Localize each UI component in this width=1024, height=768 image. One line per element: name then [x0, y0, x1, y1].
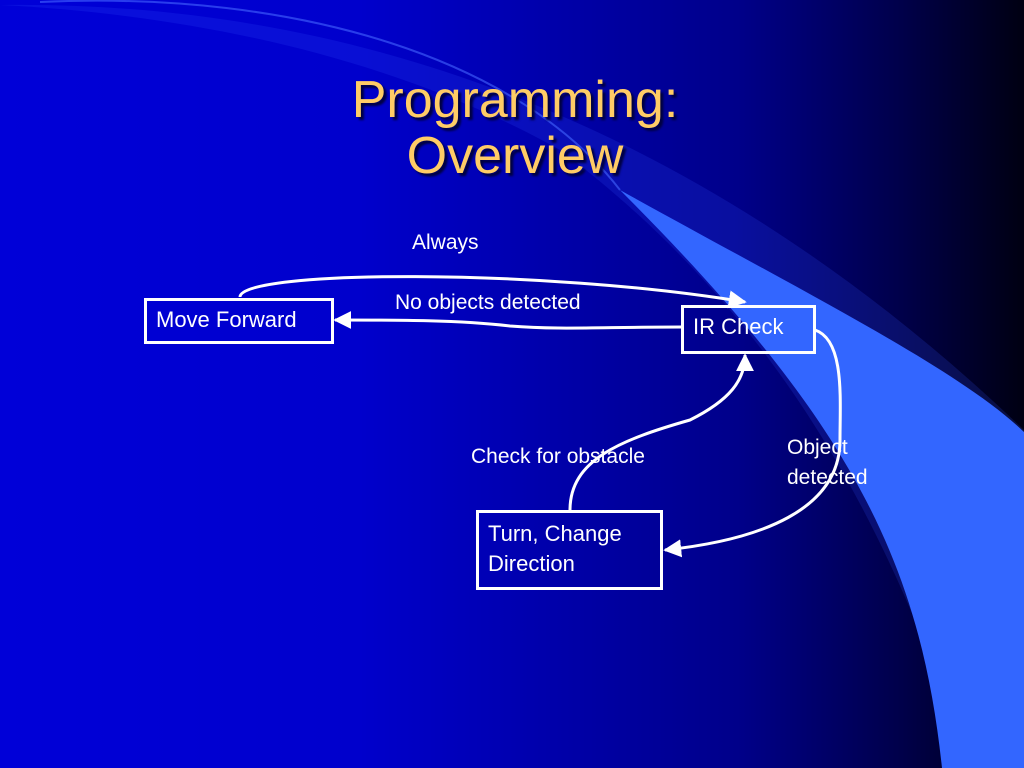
node-turn-label-line-1: Turn, Change: [488, 521, 622, 546]
edge-label-always: Always: [412, 231, 479, 254]
node-ir-check: IR Check: [681, 305, 816, 354]
arrow-check-for-obstacle: [568, 353, 754, 511]
background-accent-shape: [620, 190, 1024, 768]
node-turn-label-line-2: Direction: [488, 551, 575, 576]
node-ir-check-label: IR Check: [693, 314, 784, 339]
edge-label-object-line-2: detected: [787, 466, 868, 489]
edge-label-check-obstacle: Check for obstacle: [471, 445, 645, 468]
arrow-no-objects: [333, 311, 684, 330]
arrow-object-detected: [663, 328, 842, 558]
node-move-forward-label: Move Forward: [156, 307, 297, 332]
title-line-2: Overview: [406, 127, 624, 185]
node-move-forward: Move Forward: [144, 298, 334, 344]
arrow-always: [238, 275, 747, 309]
node-turn-change-direction: Turn, Change Direction: [476, 510, 663, 590]
edge-label-object-line-1: Object: [787, 436, 848, 459]
slide-title: Programming: Overview: [230, 72, 800, 184]
edge-label-object-detected: Object detected: [787, 433, 868, 493]
edge-label-no-objects: No objects detected: [395, 291, 581, 314]
title-line-1: Programming:: [351, 71, 679, 129]
background-arc-line: [39, 0, 621, 191]
